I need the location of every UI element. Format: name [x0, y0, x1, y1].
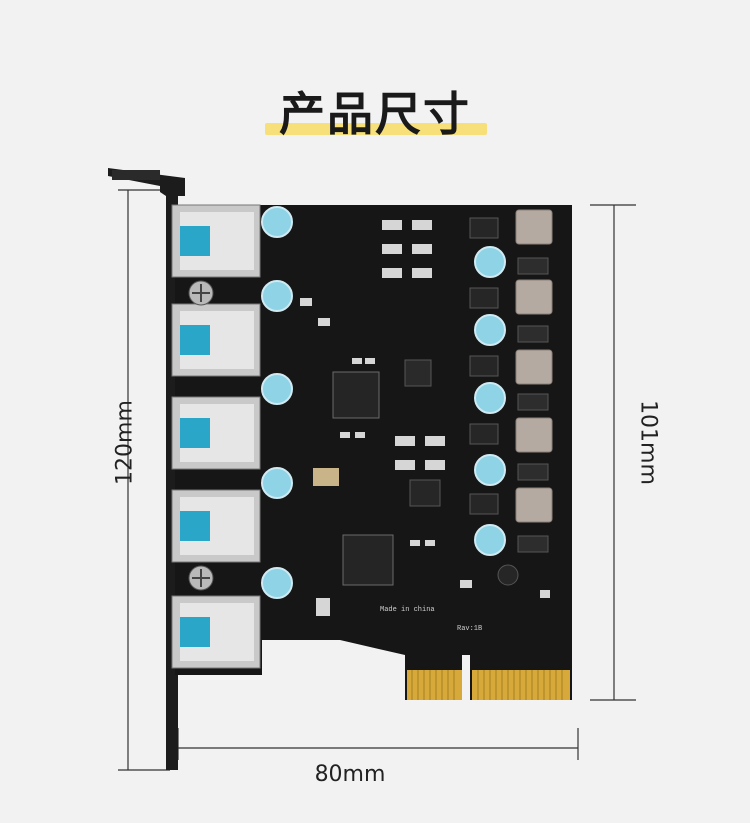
- usb-ports: [171, 204, 261, 669]
- title-highlight: [265, 123, 487, 135]
- width-dimension-label: 80mm: [314, 762, 386, 787]
- dimension-lines: [118, 189, 636, 771]
- revision-label: Rav:1B: [457, 625, 482, 633]
- gold-fingers: [407, 670, 570, 700]
- made-in-label: Made in china: [380, 606, 435, 614]
- capacitors: [261, 206, 506, 599]
- page-title: 产品尺寸: [279, 87, 471, 141]
- controller-chips: [332, 359, 432, 586]
- pcb-height-dimension-label: 101mm: [635, 400, 661, 485]
- usb-port: [171, 489, 261, 563]
- inductors: [515, 209, 553, 523]
- usb-port: [171, 595, 261, 669]
- smd-components: [300, 220, 550, 616]
- mosfets: [409, 217, 549, 586]
- height-dimension-label: 120mm: [112, 400, 138, 485]
- usb-port: [171, 303, 261, 377]
- usb-port: [171, 396, 261, 470]
- usb-port: [171, 204, 261, 278]
- screw-icon: [188, 280, 214, 591]
